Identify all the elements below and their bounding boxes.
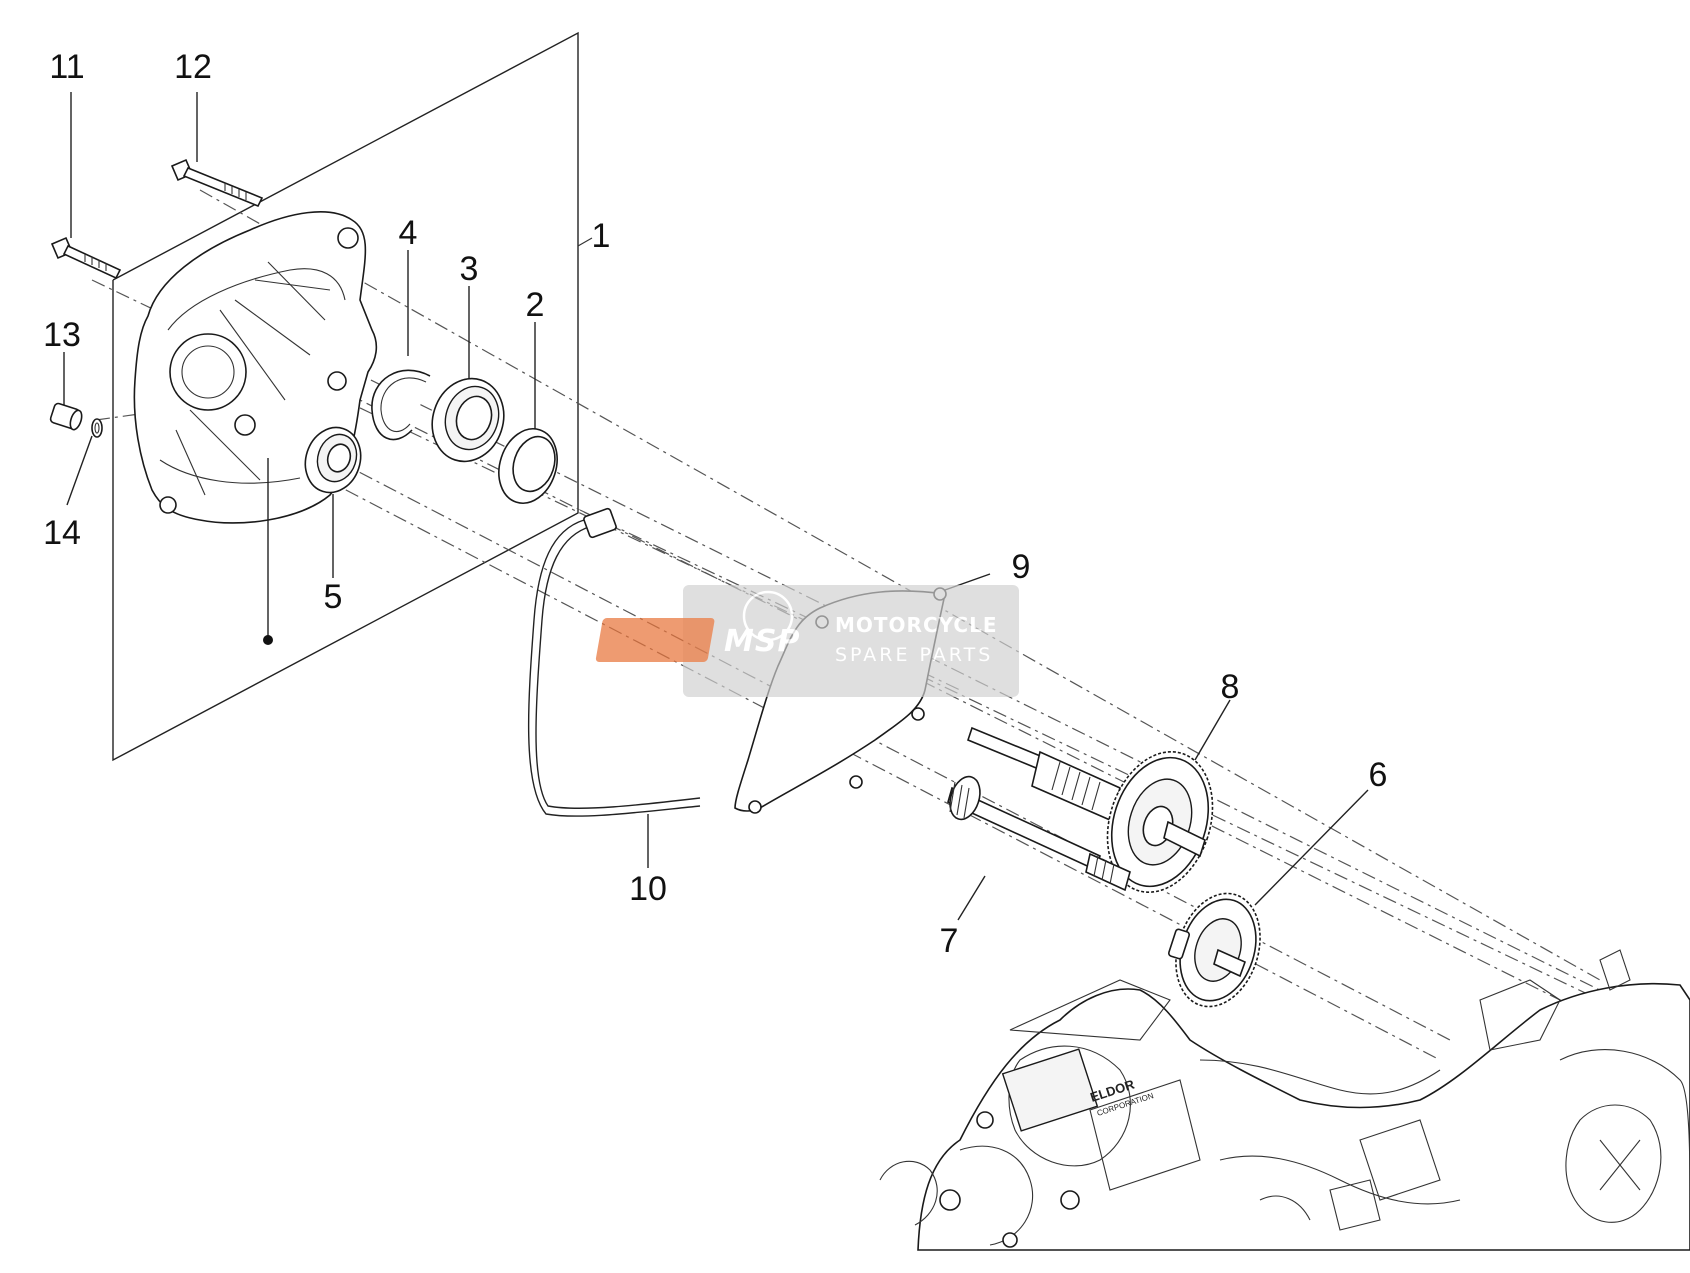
callout-10: 10 [629,870,667,908]
callout-12: 12 [174,48,212,86]
callout-14: 14 [43,514,81,552]
bolt-part-12[interactable] [170,92,264,208]
input-shaft-part-7[interactable] [945,773,1131,921]
watermark-logo-text: MSP [724,624,800,659]
gear-part-6[interactable] [1162,789,1369,1018]
breather-hose-part-10[interactable] [527,507,701,868]
callout-13: 13 [43,316,81,354]
watermark-line2: SPARE PARTS [835,644,993,666]
bolt-part-11[interactable] [50,92,122,280]
callout-2: 2 [526,286,545,324]
callout-9: 9 [1012,548,1031,586]
watermark-panel [683,585,1019,697]
callout-8: 8 [1221,668,1240,706]
assembly-group-frame [112,31,593,762]
callout-3: 3 [460,250,479,288]
watermark: MSP MOTORCYCLE SPARE PARTS [595,585,1019,697]
watermark-line1: MOTORCYCLE [835,613,997,637]
washer-part-14[interactable] [66,418,103,506]
bearing-part-5[interactable] [297,420,369,578]
gear-shaft-part-8[interactable] [967,699,1231,906]
oil-seal-part-2[interactable] [490,322,567,511]
callout-5: 5 [324,578,343,616]
engine-frame-illustration: ELDOR CORPORATION [879,949,1690,1251]
callout-6: 6 [1369,756,1388,794]
callout-4: 4 [399,214,418,252]
callout-11: 11 [49,48,84,86]
bearing-part-3[interactable] [422,286,515,471]
callout-7: 7 [940,922,959,960]
plug-part-13[interactable] [49,352,84,431]
callout-1: 1 [592,217,611,255]
watermark-logo-badge [595,618,715,662]
circlip-part-4[interactable] [371,250,431,441]
watermark-globe-icon [742,590,794,642]
callout-labels: 1 2 3 4 5 6 7 8 9 10 11 12 13 14 [43,48,1387,960]
